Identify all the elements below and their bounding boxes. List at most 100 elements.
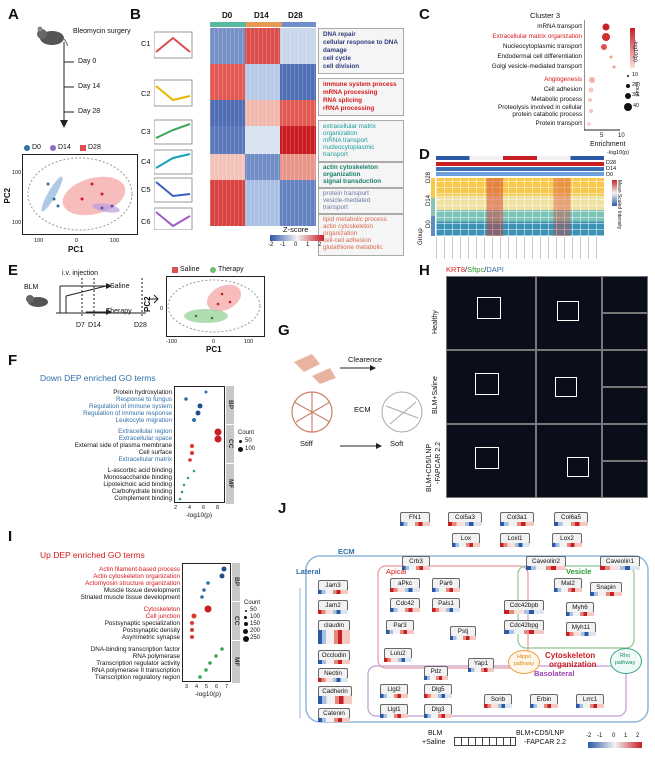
b-scale-t1: -2 — [268, 242, 274, 248]
c-count-dot-2 — [626, 84, 630, 88]
b-scale-t4: 1 — [306, 242, 310, 248]
b-scale-title: Z-score — [283, 225, 309, 234]
a-xtick-1: 100 — [34, 238, 44, 244]
i-xtick-4: 4 — [195, 684, 199, 690]
i-term-10: Asymmetric synapse — [121, 634, 180, 641]
c-legend-title: -log10(p) — [632, 40, 638, 63]
i-side-cc: CC — [232, 602, 240, 640]
f-term-9: Cell surface — [138, 449, 172, 456]
panel-label-a: A — [8, 6, 19, 23]
b-zscore-bar — [270, 235, 324, 241]
i-xtick-7: 7 — [225, 684, 229, 690]
j-strip-dlg3 — [424, 714, 452, 718]
h-row-therapy-2: -FAPCAR 2.2 — [435, 441, 442, 484]
e-ylabel: PC2 — [143, 296, 152, 312]
c-count-40: 40 — [633, 103, 640, 109]
i-term-7: Cell junction — [145, 613, 180, 620]
j-strip-erbin — [530, 704, 558, 708]
panel-label-h: H — [419, 262, 430, 279]
e-schematic — [56, 278, 146, 318]
h-img-saline-1 — [446, 350, 536, 424]
j-strip-fn1 — [400, 522, 430, 526]
j-strip-pdz — [424, 676, 448, 680]
a-day28: Day 28 — [78, 108, 101, 115]
a-day0: Day 0 — [78, 58, 97, 65]
e-ytick: 0 — [160, 306, 164, 312]
c-count-dot-1 — [627, 75, 629, 77]
i-count-100: 100 — [250, 614, 261, 620]
f-count-title: Count — [238, 430, 255, 436]
g-soft: Soft — [390, 439, 404, 448]
f-term-1: Protein hydroxylation — [113, 389, 172, 396]
b-col-d28: D28 — [288, 11, 303, 20]
j-strip-lox — [452, 543, 480, 547]
c-term-5: Golgi vesicle-mediated transport — [491, 63, 582, 70]
f-term-12: Monosaccharide binding — [103, 474, 172, 481]
i-xlabel: -log10(p) — [195, 691, 222, 698]
b-cluster-c1: C1 — [141, 39, 151, 48]
j-scale-t3: 0 — [612, 733, 616, 739]
b-heatmap — [210, 28, 316, 226]
b-scale-t3: 0 — [294, 242, 298, 248]
j-region-ecm: ECM — [338, 547, 355, 556]
j-strip-par6 — [432, 588, 460, 592]
i-xtick-5: 5 — [205, 684, 209, 690]
j-scale-t1: -2 — [586, 733, 592, 739]
f-term-6: Extracellular region — [118, 428, 172, 435]
j-strip-col3a1 — [500, 522, 534, 526]
d-group-swatch-d14 — [431, 198, 435, 216]
h-img-therapy-4 — [602, 461, 648, 498]
f-side-bp: BP — [226, 386, 234, 424]
c-term-10: protein catabolic process — [512, 111, 582, 118]
f-dotplot — [174, 386, 225, 503]
j-strip-col6a5 — [554, 522, 588, 526]
a-timeline — [60, 42, 74, 128]
f-count-100: 100 — [245, 446, 256, 452]
j-strip-myh11 — [566, 632, 596, 636]
e-pca-plot — [166, 276, 265, 337]
f-term-2: Response to fungus — [115, 396, 172, 403]
a-legend-d14: D14 — [58, 144, 71, 151]
h-row-healthy: Healthy — [432, 310, 439, 334]
b-cluster-c5: C5 — [141, 185, 151, 194]
j-strip-pstj — [450, 636, 476, 640]
c-term-1: mRNA transport — [537, 23, 582, 30]
a-xtick-3: 100 — [110, 238, 120, 244]
j-legend-right-1: BLM+CD5/LNP — [516, 730, 565, 737]
j-hippo-label: Hippo pathway — [513, 654, 535, 667]
panel-label-e: E — [8, 262, 19, 279]
h-img-therapy-2 — [536, 424, 602, 498]
j-strip-llgl1 — [380, 714, 408, 718]
j-rho-label: Rho pathway — [614, 653, 636, 666]
b-cluster-c6: C6 — [141, 217, 151, 226]
h-img-therapy-1 — [446, 424, 536, 498]
e-therapy: Therapy — [106, 308, 132, 315]
i-count-dot-2 — [244, 616, 247, 619]
f-term-13: Lipoteichoic acid binding — [103, 481, 172, 488]
e-d7: D7 — [76, 322, 85, 329]
j-strip-cdc42 — [390, 608, 420, 612]
f-term-4: Regulation of immune response — [83, 410, 172, 417]
i-count-dot-3 — [244, 622, 248, 626]
j-strip-llgl2 — [380, 694, 408, 698]
j-legend-left-2: +Saline — [422, 739, 446, 746]
j-strip-loxl1 — [500, 543, 530, 547]
j-strip-caveolin1 — [600, 566, 640, 570]
a-pca-plot — [22, 154, 138, 235]
i-count-250: 250 — [250, 635, 261, 641]
g-stiff: Stiff — [300, 439, 313, 448]
f-term-14: Carbohydrate binding — [111, 488, 172, 495]
f-term-10: Extracellular matrix — [118, 456, 172, 463]
c-term-9: Proteolysis involved in cellular — [498, 104, 582, 111]
f-side-cc: CC — [226, 425, 234, 463]
c-count-10: 10 — [632, 72, 639, 78]
f-xtick-8: 8 — [216, 505, 220, 511]
b-cluster-c4: C4 — [141, 157, 151, 166]
b-scale-t2: -1 — [280, 242, 286, 248]
d-top-bar — [436, 156, 604, 160]
a-xtick-2: 0 — [75, 238, 79, 244]
panel-label-c: C — [419, 6, 430, 23]
a-day14: Day 14 — [78, 83, 101, 90]
e-legend-therapy-dot — [210, 267, 216, 273]
f-term-15: Complement binding — [114, 495, 172, 502]
